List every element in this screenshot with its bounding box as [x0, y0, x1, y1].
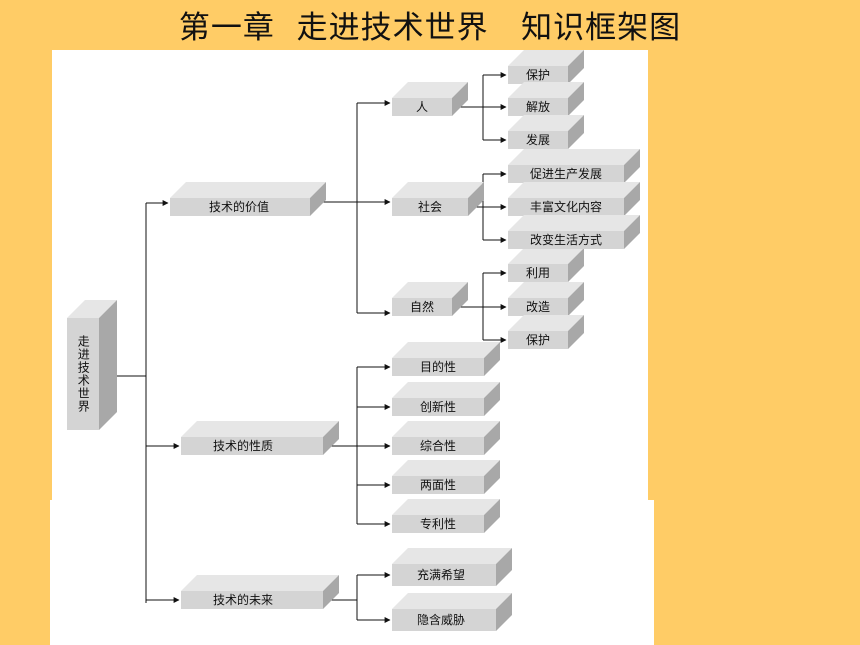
leaf-box — [392, 460, 500, 494]
leaf-box — [508, 149, 640, 183]
future-item-label: 充满希望 — [416, 568, 466, 582]
leaf-box — [508, 82, 584, 116]
branch-box — [181, 421, 339, 455]
branch-box — [170, 182, 326, 216]
leaf-box — [392, 593, 512, 631]
society-item-label: 促进生产发展 — [529, 167, 603, 181]
leaf-box — [508, 115, 584, 149]
leaf-box — [508, 282, 584, 316]
branch-nature-label: 技术的性质 — [212, 439, 274, 453]
society-item-label: 丰富文化内容 — [529, 200, 603, 214]
future-item-label: 隐含威胁 — [416, 613, 466, 627]
human-item-label: 发展 — [525, 133, 551, 147]
property-item-label: 专利性 — [419, 517, 457, 531]
society-item-label: 改变生活方式 — [529, 233, 603, 247]
property-item-label: 综合性 — [419, 439, 457, 453]
leaf-box — [392, 499, 500, 533]
group-society-label: 社会 — [417, 200, 443, 214]
leaf-box — [508, 315, 584, 349]
branch-future-label: 技术的未来 — [212, 593, 274, 607]
leaf-box — [508, 215, 640, 249]
human-item-label: 保护 — [525, 68, 551, 82]
leaf-box — [508, 50, 584, 84]
leaf-box — [392, 342, 500, 376]
human-item-label: 解放 — [525, 100, 551, 114]
group-box — [392, 282, 468, 316]
group-nature-label: 自然 — [409, 300, 435, 314]
leaf-box — [392, 548, 512, 586]
group-box — [392, 82, 468, 116]
slide-title: 第一章 走进技术世界 知识框架图 — [178, 10, 682, 46]
nature-item-label: 保护 — [525, 333, 551, 347]
nature-item-label: 改造 — [525, 300, 551, 314]
leaf-box — [508, 182, 640, 216]
root-box — [67, 300, 117, 430]
branch-value-label: 技术的价值 — [208, 200, 270, 214]
diagram-panel-lower — [50, 500, 654, 645]
property-item-label: 创新性 — [419, 400, 457, 414]
property-item-label: 目的性 — [419, 360, 457, 374]
leaf-box — [508, 248, 584, 282]
group-human-label: 人 — [415, 100, 429, 114]
leaf-box — [392, 382, 500, 416]
branch-box — [181, 575, 339, 609]
nature-item-label: 利用 — [525, 266, 551, 280]
group-box — [392, 182, 484, 216]
leaf-box — [392, 421, 500, 455]
property-item-label: 两面性 — [419, 478, 457, 492]
root-label: 走进技术世界 — [76, 335, 91, 413]
